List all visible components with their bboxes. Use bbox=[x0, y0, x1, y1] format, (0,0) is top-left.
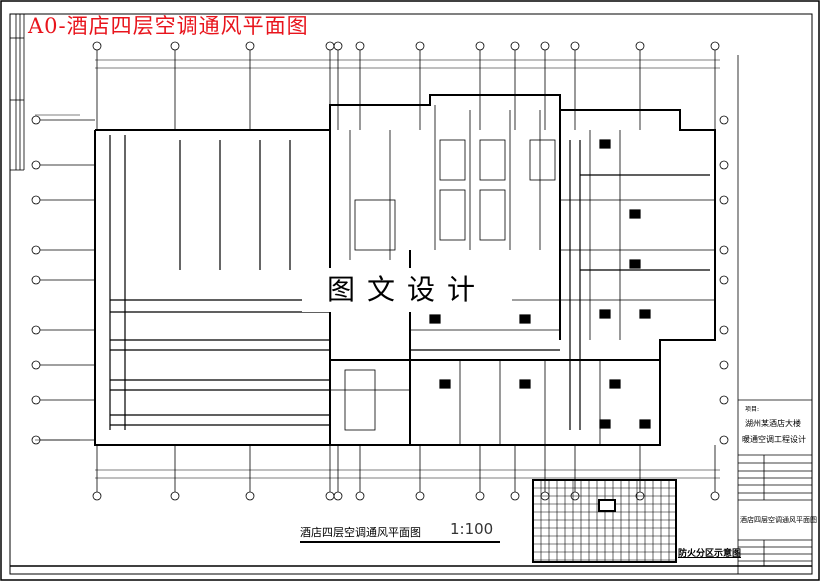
grid-bubble bbox=[31, 395, 41, 405]
fan-coil-unit bbox=[519, 314, 531, 324]
plan-title: 酒店四层空调通风平面图 bbox=[300, 526, 421, 539]
grid-bubble bbox=[92, 491, 102, 501]
grid-bubble bbox=[31, 360, 41, 370]
grid-bubble bbox=[31, 275, 41, 285]
grid-bubble bbox=[355, 41, 365, 51]
grid-bubble bbox=[333, 491, 343, 501]
ducts bbox=[109, 135, 710, 430]
grid-bubble bbox=[719, 245, 729, 255]
fan-coil-unit bbox=[599, 419, 611, 429]
grid-bubble bbox=[719, 435, 729, 445]
left-strip bbox=[10, 14, 25, 171]
stair-elevator bbox=[354, 199, 396, 251]
grid-bubble bbox=[31, 245, 41, 255]
grid-bubble bbox=[570, 41, 580, 51]
project-scope: 暖通空调工程设计 bbox=[742, 435, 806, 444]
grid-bubble bbox=[245, 491, 255, 501]
grid-bubble bbox=[475, 491, 485, 501]
grid-bubble bbox=[170, 41, 180, 51]
fan-coil-unit bbox=[629, 259, 641, 269]
fan-coil-unit bbox=[609, 379, 621, 389]
grid-bubble bbox=[510, 491, 520, 501]
fan-coil-unit bbox=[639, 309, 651, 319]
fan-coil-unit bbox=[629, 209, 641, 219]
stair-elevator bbox=[439, 139, 466, 181]
plan-scale: 1:100 bbox=[450, 520, 494, 538]
grid-bubble bbox=[719, 115, 729, 125]
grid-axes bbox=[35, 59, 720, 479]
project-label: 项目: bbox=[745, 406, 760, 413]
grid-bubble bbox=[710, 491, 720, 501]
grid-bubble bbox=[710, 41, 720, 51]
grid-bubble bbox=[325, 491, 335, 501]
fan-coil-unit bbox=[599, 139, 611, 149]
plan-title-underline bbox=[300, 541, 500, 543]
interior-partitions bbox=[330, 105, 715, 445]
fan-coil-unit bbox=[599, 309, 611, 319]
grid-bubble bbox=[31, 325, 41, 335]
grid-bubble bbox=[415, 491, 425, 501]
stair-elevator bbox=[479, 189, 506, 241]
grid-bubble bbox=[510, 41, 520, 51]
stair-elevator bbox=[529, 139, 556, 181]
grid-bubble bbox=[325, 41, 335, 51]
grid-bubble bbox=[719, 325, 729, 335]
sheet-frame bbox=[9, 13, 813, 575]
grid-bubble bbox=[719, 195, 729, 205]
grid-bubble bbox=[245, 41, 255, 51]
grid-bubble bbox=[31, 115, 41, 125]
grid-bubble bbox=[355, 491, 365, 501]
watermark: 图文设计 bbox=[302, 268, 512, 312]
title-block bbox=[737, 55, 812, 574]
grid-bubble bbox=[719, 160, 729, 170]
fan-coil-unit bbox=[519, 379, 531, 389]
fan-coil-unit bbox=[639, 419, 651, 429]
fire-zone-label: 防火分区示意图 bbox=[678, 549, 742, 559]
stair-elevator bbox=[344, 369, 376, 431]
fan-coil-unit bbox=[429, 314, 441, 324]
grid-bubble bbox=[475, 41, 485, 51]
stair-elevator bbox=[439, 189, 466, 241]
grid-bubble bbox=[540, 41, 550, 51]
grid-bubble bbox=[31, 160, 41, 170]
project-name: 湖州某酒店大楼 bbox=[745, 419, 801, 428]
grid-bubble bbox=[170, 491, 180, 501]
fan-coil-unit bbox=[439, 379, 451, 389]
grid-bubble bbox=[31, 195, 41, 205]
grid-bubble bbox=[333, 41, 343, 51]
fire-zone-diagram bbox=[532, 479, 677, 563]
drawing-title: A0-酒店四层空调通风平面图 bbox=[28, 14, 309, 38]
grid-bubble bbox=[719, 360, 729, 370]
title-block-drawing-name: 酒店四层空调通风平面图 bbox=[740, 516, 817, 524]
stair-elevator bbox=[479, 139, 506, 181]
grid-bubble bbox=[92, 41, 102, 51]
grid-bubble bbox=[415, 41, 425, 51]
grid-bubble bbox=[635, 41, 645, 51]
grid-bubble bbox=[719, 395, 729, 405]
grid-bubble bbox=[719, 275, 729, 285]
